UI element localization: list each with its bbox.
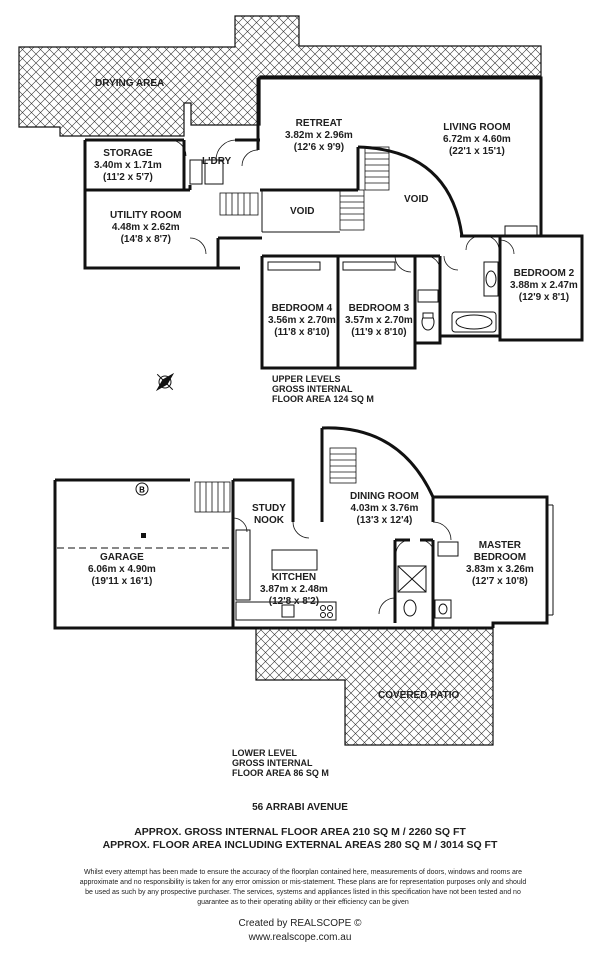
- lower-stairs: [194, 447, 357, 513]
- compass-icon: [155, 372, 175, 392]
- upper-closets: [189, 159, 538, 271]
- lower-doors: [232, 517, 452, 615]
- boiler-icon: [135, 482, 149, 496]
- label-utility-room: UTILITY ROOM 4.48m x 2.62m (14'8 x 8'7): [110, 210, 182, 245]
- lower-area-note: LOWER LEVEL GROSS INTERNAL FLOOR AREA 86…: [232, 748, 329, 778]
- label-void-1: VOID: [290, 206, 315, 217]
- label-dining-room: DINING ROOM 4.03m x 3.76m (13'3 x 12'4): [350, 491, 419, 526]
- upper-doors: [169, 139, 515, 273]
- label-study-nook: STUDY NOOK: [252, 503, 286, 526]
- label-drying-area: DRYING AREA: [95, 78, 165, 89]
- void-lines: [261, 190, 340, 233]
- upper-bathroom: [417, 261, 499, 333]
- boiler-label: B: [139, 486, 145, 495]
- label-bedroom-3: BEDROOM 3 3.57m x 2.70m (11'9 x 8'10): [345, 303, 413, 338]
- label-storage: STORAGE 3.40m x 1.71m (11'2 x 5'7): [94, 148, 162, 183]
- label-retreat: RETREAT 3.82m x 2.96m (12'6 x 9'9): [285, 118, 353, 153]
- ensuite-fixtures: [397, 541, 459, 619]
- label-kitchen: KITCHEN 3.87m x 2.48m (12'8 x 8'2): [260, 572, 328, 607]
- drying-area-deck: [18, 15, 542, 137]
- upper-stairs: [219, 146, 390, 231]
- credit: Created by REALSCOPE ©: [238, 918, 362, 929]
- label-garage: GARAGE 6.06m x 4.90m (19'11 x 16'1): [88, 552, 156, 587]
- address: 56 ARRABI AVENUE: [252, 802, 348, 813]
- upper-area-note: UPPER LEVELS GROSS INTERNAL FLOOR AREA 1…: [272, 374, 374, 404]
- garage-marker-icon: [141, 533, 146, 538]
- label-laundry: L'DRY: [202, 156, 232, 167]
- window-ticks: [547, 504, 554, 616]
- label-bedroom-4: BEDROOM 4 3.56m x 2.70m (11'8 x 8'10): [268, 303, 336, 338]
- label-void-2: VOID: [404, 194, 429, 205]
- total-areas: APPROX. GROSS INTERNAL FLOOR AREA 210 SQ…: [102, 826, 498, 851]
- label-master-bedroom: MASTER BEDROOM 3.83m x 3.26m (12'7 x 10'…: [466, 540, 534, 587]
- label-bedroom-2: BEDROOM 2 3.88m x 2.47m (12'9 x 8'1): [510, 268, 578, 303]
- dining-curve: [321, 426, 435, 498]
- kitchen-fixtures: [235, 529, 337, 621]
- covered-patio: [240, 627, 494, 746]
- website-link[interactable]: www.realscope.com.au: [248, 932, 352, 943]
- label-covered-patio: COVERED PATIO: [378, 690, 460, 701]
- void-curve: [357, 145, 464, 237]
- disclaimer: Whilst every attempt has been made to en…: [79, 869, 527, 906]
- label-living-room: LIVING ROOM 6.72m x 4.60m (22'1 x 15'1): [443, 122, 511, 157]
